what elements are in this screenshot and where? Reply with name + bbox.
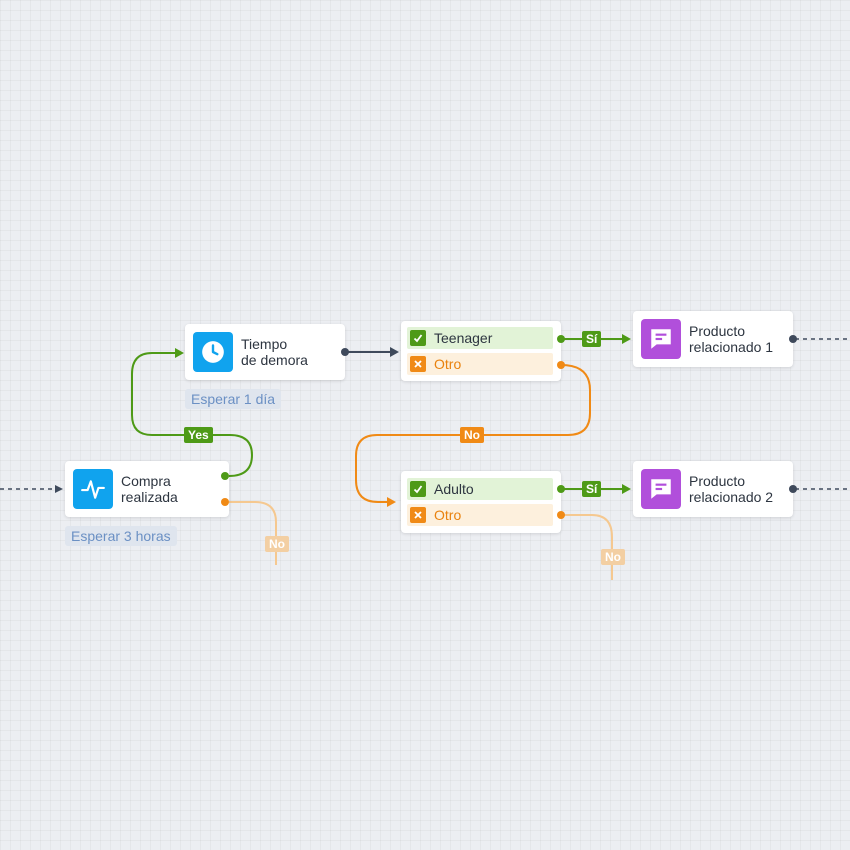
close-icon	[410, 507, 426, 523]
product-node-1[interactable]: Producto relacionado 1	[633, 311, 793, 367]
condition1-yes-port[interactable]	[557, 335, 565, 343]
product2-out-port[interactable]	[789, 485, 797, 493]
yes-path-trigger-to-delay	[131, 352, 254, 477]
condition-node-1[interactable]: Teenager Otro	[401, 321, 561, 381]
no-path-condition2	[561, 514, 613, 580]
clock-icon	[193, 332, 233, 372]
si-arrow-2	[622, 484, 631, 494]
yes-badge: Yes	[184, 427, 213, 443]
condition-node-2[interactable]: Adulto Otro	[401, 471, 561, 533]
incoming-arrow	[55, 485, 63, 493]
close-icon	[410, 356, 426, 372]
condition2-yes-port[interactable]	[557, 485, 565, 493]
condition2-yes-label: Adulto	[434, 481, 474, 497]
no-path-trigger	[229, 501, 277, 565]
si-badge-1: Sí	[582, 331, 602, 347]
check-icon	[410, 330, 426, 346]
trigger-delay-pill: Esperar 3 horas	[65, 526, 177, 546]
condition1-no-port[interactable]	[557, 361, 565, 369]
trigger-yes-port[interactable]	[221, 472, 229, 480]
no-badge-condition2: No	[601, 549, 625, 565]
condition1-no-row[interactable]: Otro	[407, 353, 553, 375]
delay-out-port[interactable]	[341, 348, 349, 356]
condition2-no-label: Otro	[434, 507, 462, 523]
product1-title: Producto relacionado 1	[689, 323, 774, 355]
trigger-title: Compra realizada	[121, 473, 178, 505]
message-icon	[641, 319, 681, 359]
condition1-yes-label: Teenager	[434, 330, 493, 346]
condition2-no-port[interactable]	[557, 511, 565, 519]
trigger-node[interactable]: Compra realizada	[65, 461, 229, 517]
si-badge-2: Sí	[582, 481, 602, 497]
product-node-2[interactable]: Producto relacionado 2	[633, 461, 793, 517]
condition1-yes-row[interactable]: Teenager	[407, 327, 553, 349]
message-icon	[641, 469, 681, 509]
no-badge-condition1: No	[460, 427, 484, 443]
product1-out-port[interactable]	[789, 335, 797, 343]
activity-icon	[73, 469, 113, 509]
delay-node[interactable]: Tiempo de demora	[185, 324, 345, 380]
trigger-no-port[interactable]	[221, 498, 229, 506]
delay-arrow	[390, 347, 399, 357]
delay-title: Tiempo de demora	[241, 336, 308, 368]
no-path-condition1-to-condition2	[355, 364, 591, 503]
check-icon	[410, 481, 426, 497]
no-badge-trigger: No	[265, 536, 289, 552]
condition1-no-label: Otro	[434, 356, 462, 372]
yes-arrow	[175, 348, 184, 358]
condition2-no-row[interactable]: Otro	[407, 504, 553, 526]
condition2-yes-row[interactable]: Adulto	[407, 478, 553, 500]
si-arrow-1	[622, 334, 631, 344]
product2-title: Producto relacionado 2	[689, 473, 774, 505]
no-arrow-condition2	[387, 497, 396, 507]
delay-wait-pill: Esperar 1 día	[185, 389, 282, 409]
